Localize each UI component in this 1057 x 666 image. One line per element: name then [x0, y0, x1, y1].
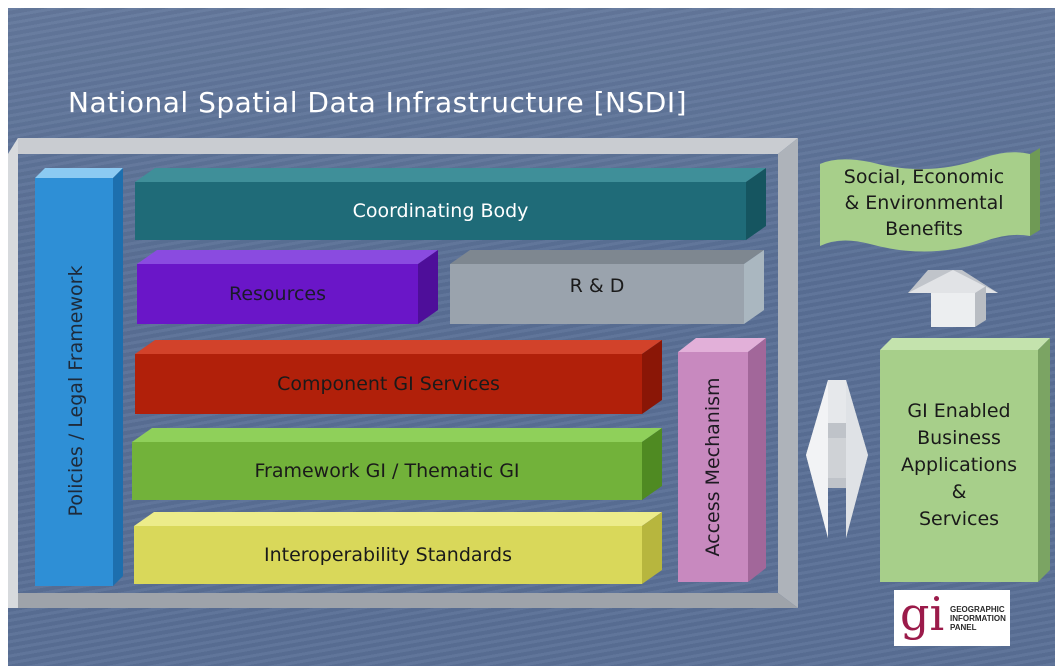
- logo-line-3: PANEL: [950, 623, 977, 632]
- applications-line-2: Business: [917, 427, 1001, 449]
- policies-label: Policies / Legal Framework: [65, 265, 87, 517]
- logo-line-1: GEOGRAPHIC: [950, 605, 1005, 614]
- logo-background: [894, 590, 1010, 646]
- component-gi-block: [135, 340, 662, 414]
- benefits-label: Social, Economic & Environmental Benefit…: [816, 164, 1032, 242]
- benefits-line-3: Benefits: [885, 218, 963, 240]
- applications-line-3: Applications: [900, 454, 1018, 476]
- rd-label: R & D: [569, 275, 625, 297]
- coordinating-body-block: [135, 168, 766, 240]
- logo-text: GEOGRAPHIC INFORMATION PANEL: [950, 605, 1006, 632]
- up-arrow-icon: [908, 270, 998, 327]
- benefits-banner: [820, 148, 1040, 252]
- framework-gi-label: Framework GI / Thematic GI: [254, 460, 520, 482]
- access-mechanism-block: [678, 338, 766, 582]
- access-mechanism-label: Access Mechanism: [702, 377, 724, 557]
- logo-line-2: INFORMATION: [950, 614, 1006, 623]
- applications-line-1: GI Enabled: [907, 400, 1011, 422]
- framework-gi-block: [132, 428, 662, 500]
- applications-line-4: &: [951, 481, 967, 503]
- bidirectional-arrow-icon: [806, 380, 868, 538]
- nsdi-frame: [8, 138, 798, 608]
- policies-block: [35, 168, 123, 586]
- nsdi-slide: National Spatial Data Infrastructure [NS…: [8, 8, 1055, 666]
- resources-block: [137, 250, 438, 324]
- interoperability-block: [134, 512, 662, 584]
- coordinating-body-label: Coordinating Body: [352, 200, 529, 222]
- logo-mark: gi: [900, 587, 945, 641]
- benefits-line-2: & Environmental: [844, 192, 1004, 214]
- gi-logo: gi GEOGRAPHIC INFORMATION PANEL: [898, 587, 1010, 646]
- resources-label: Resources: [228, 283, 327, 305]
- benefits-line-1: Social, Economic: [843, 166, 1005, 188]
- rd-block: [450, 250, 764, 324]
- applications-block: [880, 338, 1050, 582]
- nsdi-diagram: [8, 138, 1050, 646]
- applications-line-5: Services: [918, 508, 1000, 530]
- interoperability-label: Interoperability Standards: [264, 544, 512, 566]
- applications-label: GI Enabled Business Applications & Servi…: [880, 398, 1038, 533]
- component-gi-label: Component GI Services: [277, 373, 500, 395]
- page-title: National Spatial Data Infrastructure [NS…: [68, 86, 688, 119]
